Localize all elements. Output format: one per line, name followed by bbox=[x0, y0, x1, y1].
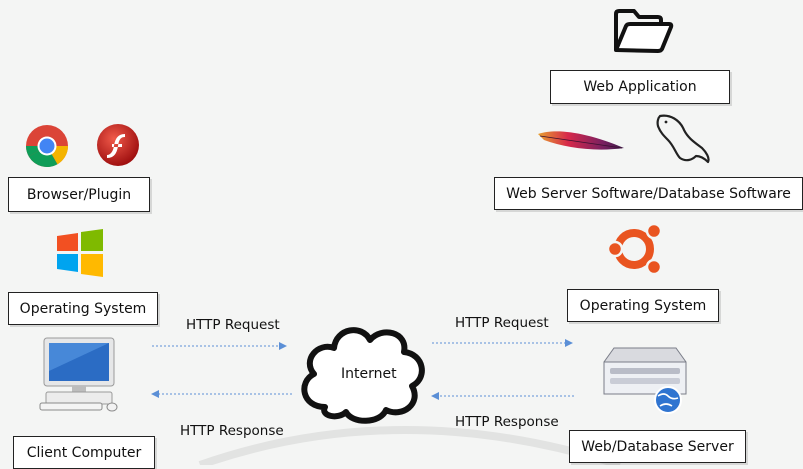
chrome-icon bbox=[25, 125, 68, 168]
background-arc bbox=[198, 426, 622, 465]
client-response-label: HTTP Response bbox=[180, 423, 284, 439]
desktop-computer-icon bbox=[39, 337, 118, 412]
web-database-server-box: Web/Database Server bbox=[569, 430, 746, 463]
client-request-label: HTTP Request bbox=[186, 317, 280, 333]
client-os-box: Operating System bbox=[8, 292, 158, 325]
server-os-box: Operating System bbox=[567, 289, 719, 322]
browser-plugin-box: Browser/Plugin bbox=[8, 177, 150, 212]
flash-icon bbox=[97, 124, 139, 166]
server-response-label: HTTP Response bbox=[455, 414, 559, 430]
server-globe-icon bbox=[603, 347, 687, 414]
internet-label: Internet bbox=[341, 366, 397, 382]
windows-icon bbox=[57, 229, 103, 277]
ubuntu-icon bbox=[608, 222, 663, 276]
client-computer-box: Client Computer bbox=[13, 436, 155, 469]
folder-icon bbox=[614, 9, 674, 53]
server-request-label: HTTP Request bbox=[455, 315, 549, 331]
web-server-software-box: Web Server Software/Database Software bbox=[494, 177, 803, 210]
internet-cloud-icon bbox=[301, 327, 425, 424]
apache-feather-icon bbox=[538, 131, 624, 150]
web-application-box: Web Application bbox=[550, 70, 730, 104]
mysql-dolphin-icon bbox=[656, 114, 710, 164]
